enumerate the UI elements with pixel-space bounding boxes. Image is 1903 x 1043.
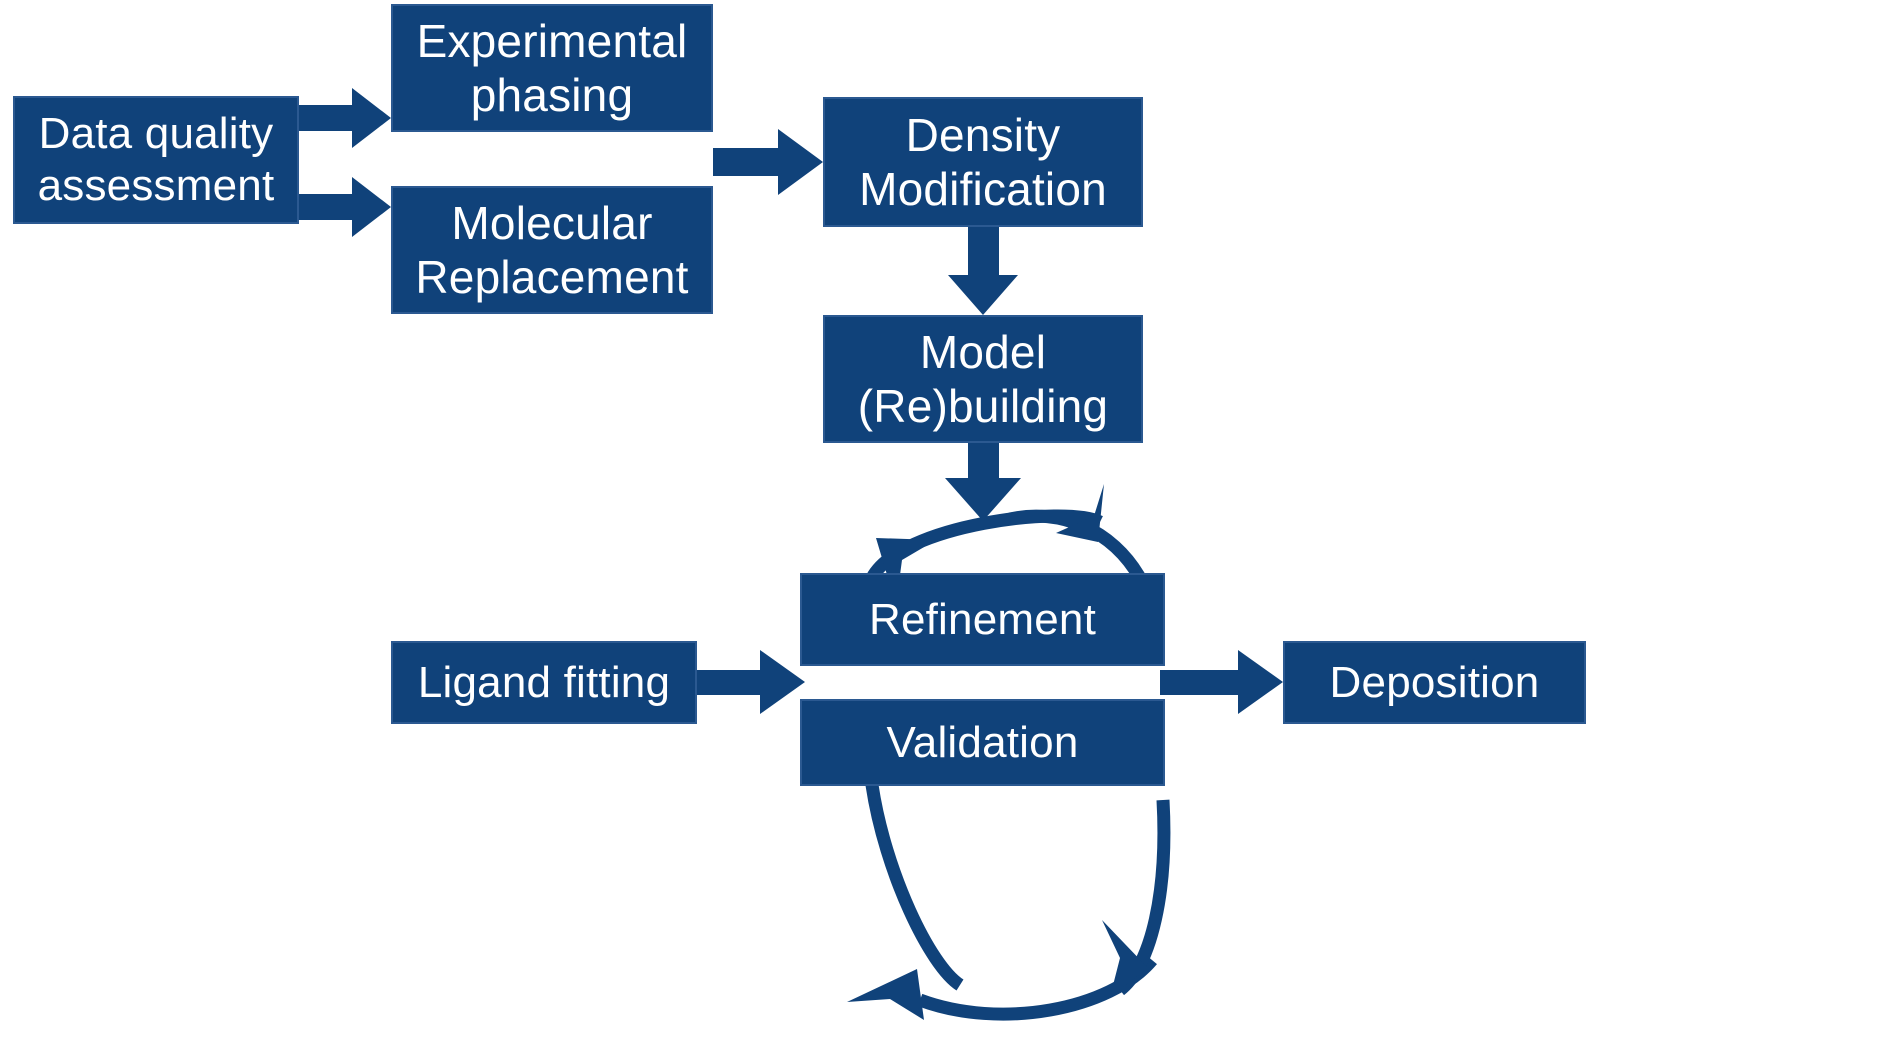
arrow-dqa-to-experimental-phasing [299, 88, 391, 148]
node-density-modification[interactable]: Density Modification [823, 97, 1143, 227]
arrow-ligand-fitting-to-cycle [697, 650, 805, 714]
arrow-phasing-to-density-modification [713, 129, 823, 195]
node-molecular-replacement[interactable]: Molecular Replacement [391, 186, 713, 314]
arrow-model-rebuilding-to-cycle [945, 443, 1021, 521]
node-model-rebuilding[interactable]: Model (Re)building [823, 315, 1143, 443]
cycle-arc-bottom [847, 784, 1171, 1021]
node-deposition[interactable]: Deposition [1283, 641, 1586, 724]
node-experimental-phasing[interactable]: Experimental phasing [391, 4, 713, 132]
node-refinement[interactable]: Refinement [800, 573, 1165, 666]
cycle-center-gap [806, 666, 1160, 699]
node-data-quality-assessment[interactable]: Data quality assessment [13, 96, 299, 224]
arrow-dqa-to-molecular-replacement [299, 177, 391, 237]
node-ligand-fitting[interactable]: Ligand fitting [391, 641, 697, 724]
arrow-cycle-to-deposition [1160, 650, 1283, 714]
arrow-density-modification-to-model-rebuilding [948, 227, 1018, 315]
node-validation[interactable]: Validation [800, 699, 1165, 786]
